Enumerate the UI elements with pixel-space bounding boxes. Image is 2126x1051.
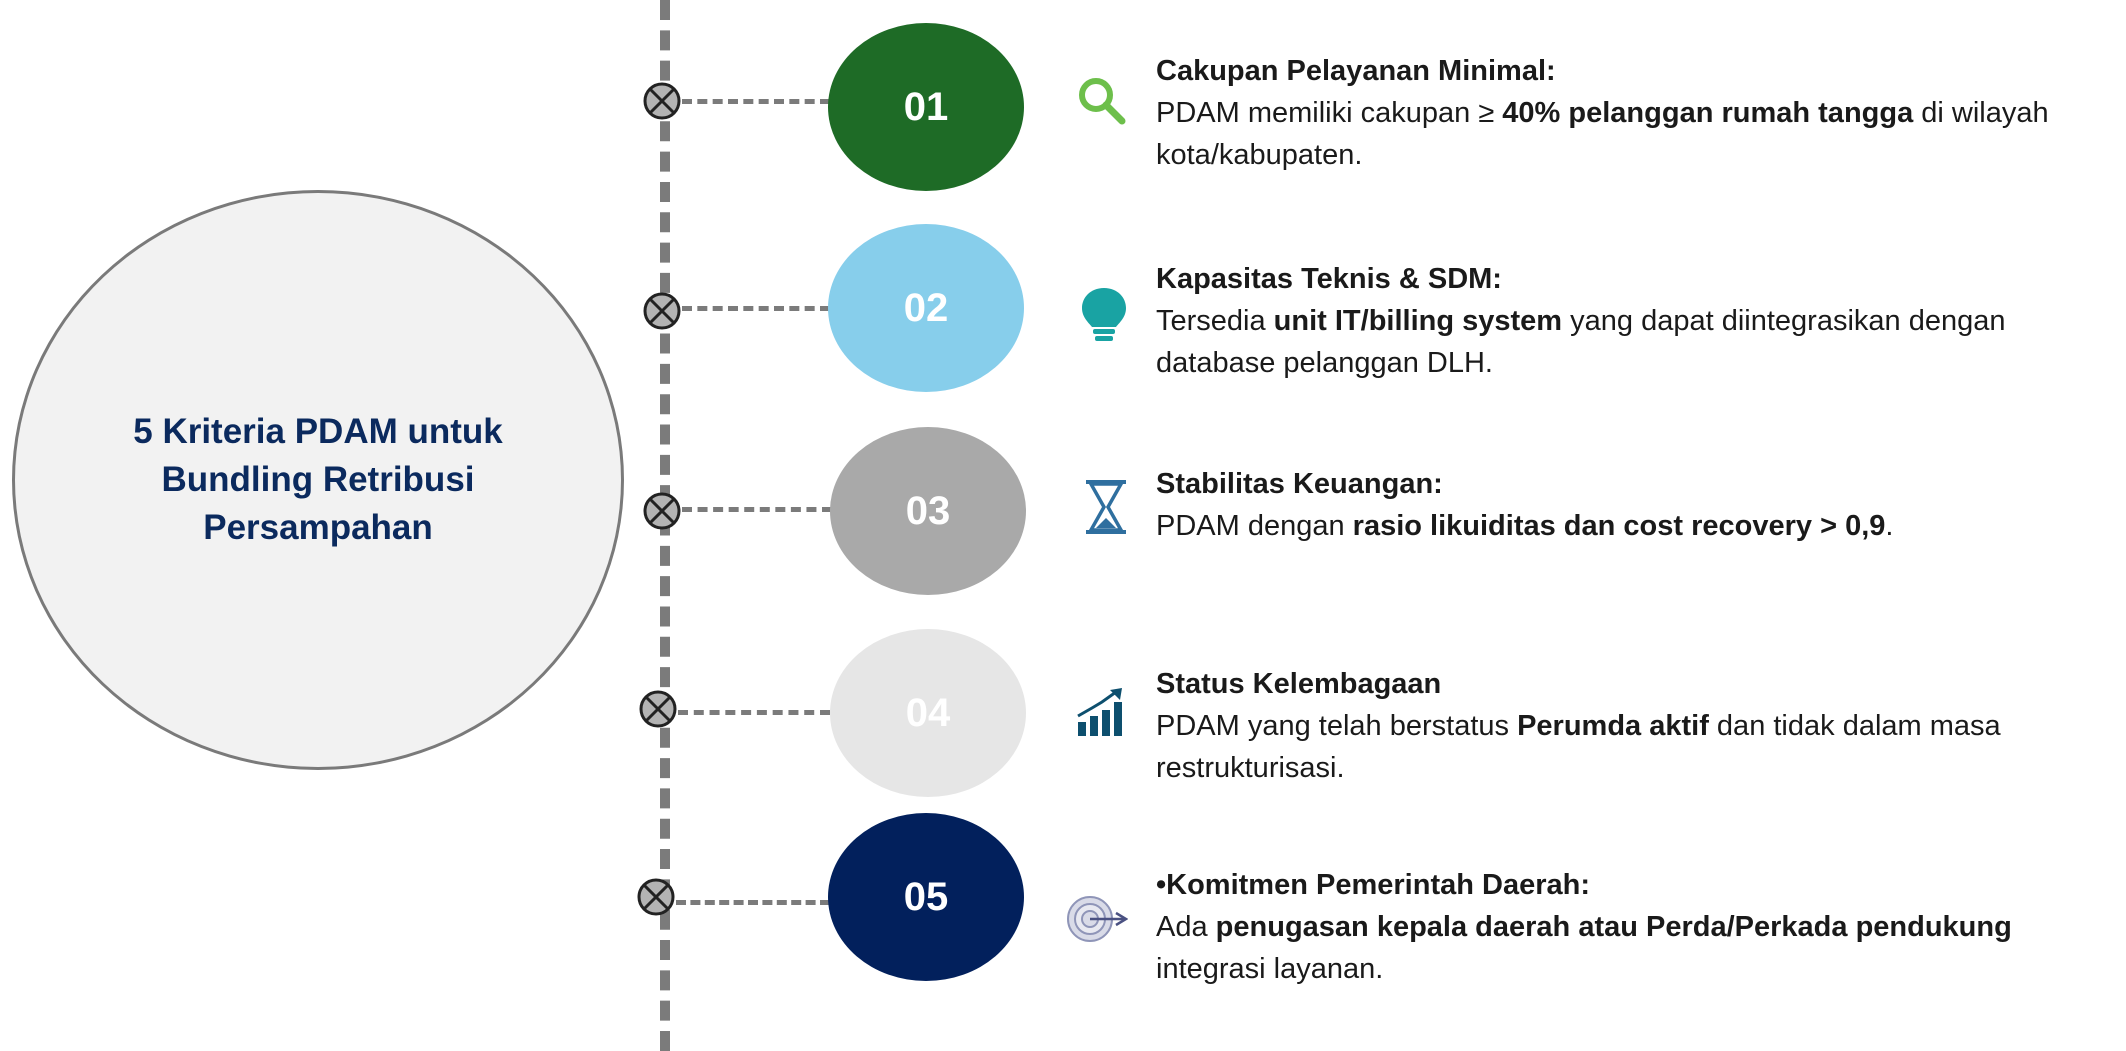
criterion-number: 02 xyxy=(903,285,949,330)
x-circle-marker-icon xyxy=(643,492,681,530)
search-icon xyxy=(1079,78,1126,125)
connector-line xyxy=(678,710,830,715)
x-circle-marker-icon xyxy=(637,878,675,916)
criterion-item: Status Kelembagaan PDAM yang telah berst… xyxy=(1156,663,2116,789)
criterion-number: 04 xyxy=(905,690,951,735)
target-icon xyxy=(1067,896,1128,942)
x-circle-marker-icon xyxy=(639,690,677,728)
connector-line xyxy=(676,900,830,905)
connector-line xyxy=(682,306,830,311)
criterion-number: 01 xyxy=(903,84,949,129)
number-ellipse: 03 xyxy=(830,427,1026,595)
growth-chart-icon xyxy=(1077,688,1122,736)
lightbulb-icon xyxy=(1082,288,1126,341)
criterion-item: Stabilitas Keuangan: PDAM dengan rasio l… xyxy=(1156,463,2116,547)
connector-line xyxy=(682,99,830,104)
criterion-description: Ada penugasan kepala daerah atau Perda/P… xyxy=(1156,911,2012,985)
criterion-description: PDAM memiliki cakupan ≥ 40% pelanggan ru… xyxy=(1156,97,2049,171)
criterion-description: PDAM dengan rasio likuiditas dan cost re… xyxy=(1156,510,1894,542)
hourglass-icon xyxy=(1086,480,1126,534)
criterion-item: Kapasitas Teknis & SDM: Tersedia unit IT… xyxy=(1156,258,2116,384)
number-ellipse: 01 xyxy=(828,23,1024,191)
main-topic-circle: 5 Kriteria PDAM untuk Bundling Retribusi… xyxy=(12,190,624,770)
x-circle-marker-icon xyxy=(643,82,681,120)
criterion-title: •Komitmen Pemerintah Daerah: xyxy=(1156,869,1590,901)
criterion-item: Cakupan Pelayanan Minimal: PDAM memiliki… xyxy=(1156,50,2116,176)
number-ellipse: 05 xyxy=(828,813,1024,981)
criterion-description: Tersedia unit IT/billing system yang dap… xyxy=(1156,305,2006,379)
criterion-title: Cakupan Pelayanan Minimal: xyxy=(1156,55,1556,87)
criterion-item: •Komitmen Pemerintah Daerah: Ada penugas… xyxy=(1156,864,2116,990)
diagram-title: 5 Kriteria PDAM untuk Bundling Retribusi… xyxy=(133,412,503,547)
criterion-title: Kapasitas Teknis & SDM: xyxy=(1156,263,1502,295)
criterion-title: Status Kelembagaan xyxy=(1156,668,1442,700)
number-ellipse: 04 xyxy=(830,629,1026,797)
criterion-description: PDAM yang telah berstatus Perumda aktif … xyxy=(1156,710,2001,784)
x-circle-marker-icon xyxy=(643,292,681,330)
number-ellipse: 02 xyxy=(828,224,1024,392)
connector-line xyxy=(682,507,832,512)
criterion-number: 03 xyxy=(905,488,951,533)
criterion-title: Stabilitas Keuangan: xyxy=(1156,468,1443,500)
criterion-number: 05 xyxy=(903,874,949,919)
